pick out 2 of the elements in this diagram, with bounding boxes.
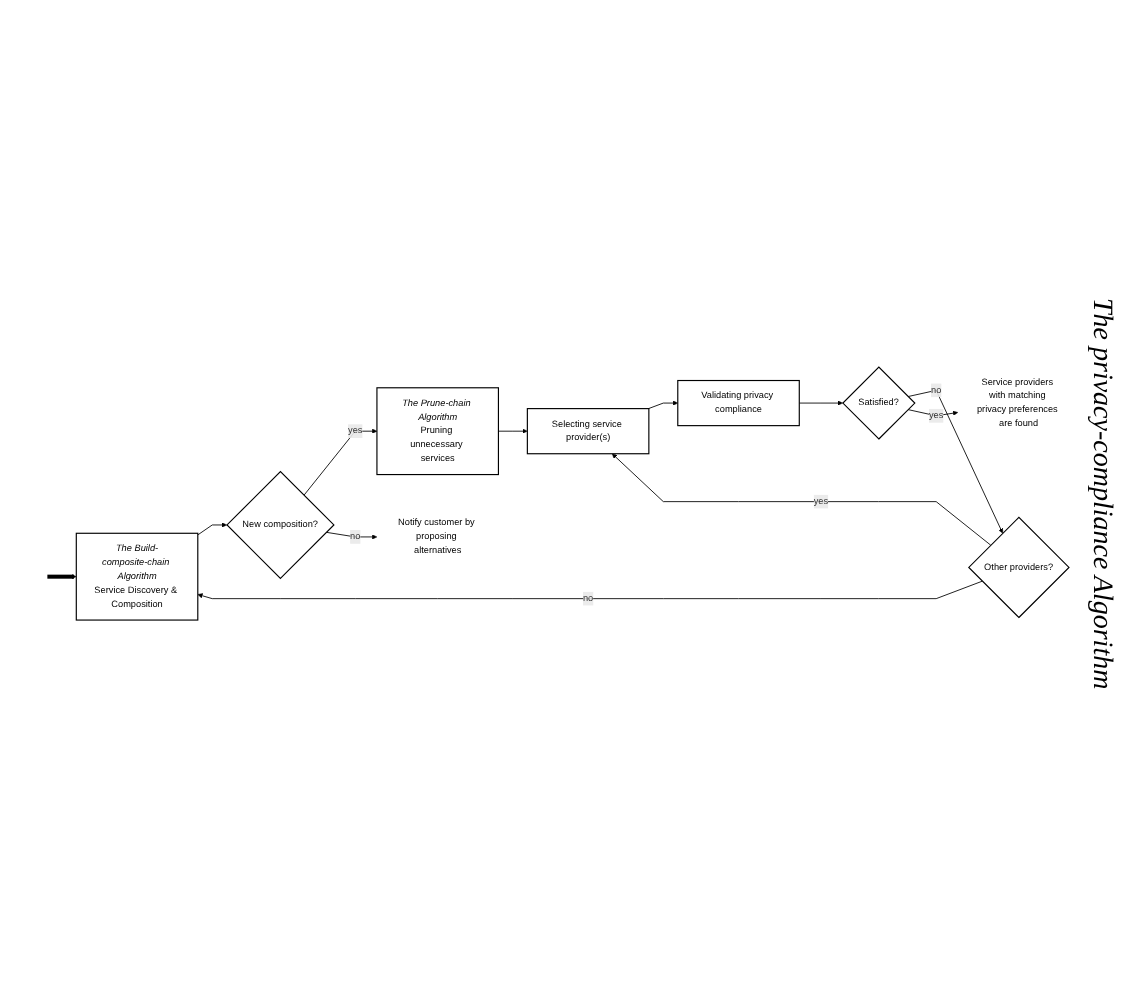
algorithm-label: The privacy-compliance Algorithm (1084, 297, 1116, 689)
arrow (47, 573, 77, 579)
